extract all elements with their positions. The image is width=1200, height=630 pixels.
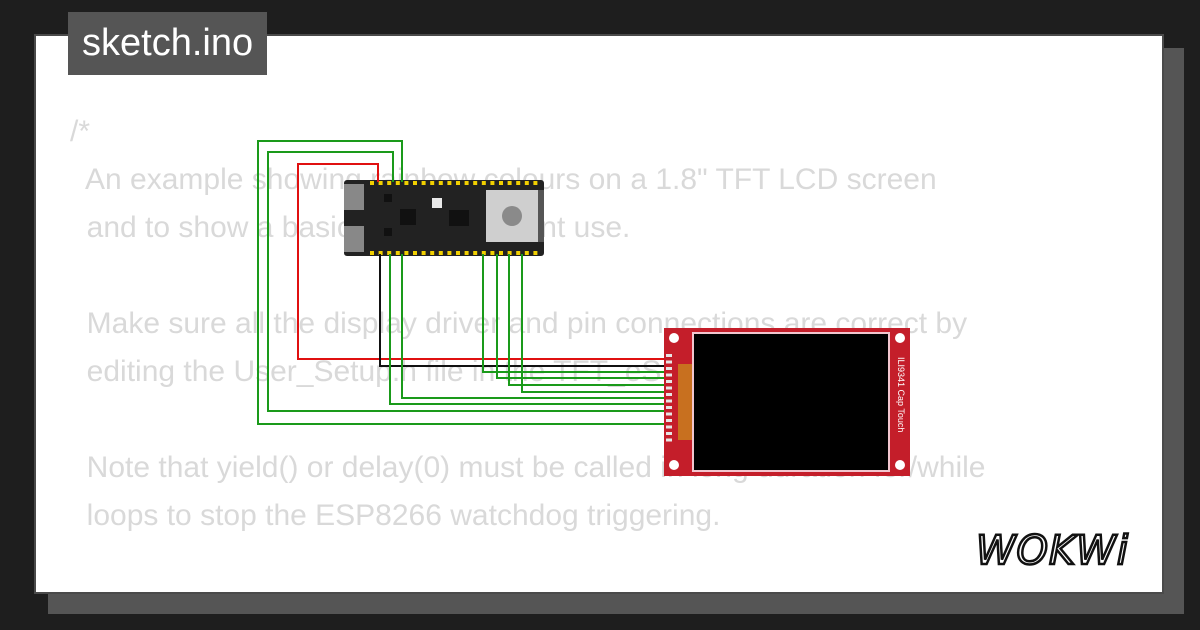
pin [524, 251, 529, 255]
pin [473, 181, 478, 185]
display-pin [666, 399, 672, 403]
pin [499, 251, 503, 255]
esp32-board-icon [344, 180, 544, 256]
pin [473, 251, 478, 255]
pin [430, 181, 435, 185]
pin [507, 181, 512, 185]
pin [430, 251, 435, 255]
pin [481, 181, 486, 185]
pin [464, 251, 469, 255]
pin [370, 181, 374, 185]
tft-display-icon: ILI9341 Cap Touch [664, 328, 910, 476]
pin [447, 251, 452, 255]
pin [387, 251, 392, 255]
wokwi-logo-text: WOKWi [976, 528, 1129, 574]
file-name-tab: sketch.ino [68, 12, 268, 75]
pin [447, 181, 452, 185]
display-pin [666, 373, 672, 377]
wire [297, 163, 666, 360]
pin [387, 181, 392, 185]
pin [464, 181, 469, 185]
pin [438, 181, 443, 185]
pin [421, 251, 426, 255]
display-pin [666, 393, 672, 396]
pin [490, 251, 495, 255]
wire [401, 254, 666, 399]
pin [499, 181, 503, 185]
display-pin [666, 354, 672, 357]
pin [413, 181, 417, 185]
pin [456, 251, 460, 255]
display-label: ILI9341 Cap Touch [896, 357, 906, 432]
pin [516, 251, 521, 255]
display-pin [666, 412, 672, 416]
pin [438, 251, 443, 255]
pin [378, 251, 383, 255]
wire [496, 254, 666, 379]
pin [395, 251, 400, 255]
wire [521, 254, 666, 393]
pin [533, 181, 538, 185]
wire [379, 254, 666, 367]
pin [516, 181, 521, 185]
pin [404, 181, 409, 185]
pin [456, 181, 460, 185]
wire [257, 140, 666, 425]
pin [507, 251, 512, 255]
pin [481, 251, 486, 255]
pin [395, 181, 400, 185]
pin [524, 181, 529, 185]
pin [533, 251, 538, 255]
pin [370, 251, 374, 255]
display-pin [666, 360, 672, 364]
display-pin [666, 406, 672, 409]
wire [267, 151, 666, 412]
display-pin [666, 380, 672, 383]
wire [482, 254, 666, 373]
display-pin [666, 419, 672, 422]
pin [378, 181, 383, 185]
wokwi-logo-icon: WOKWi [976, 527, 1129, 576]
wire [508, 254, 666, 386]
display-pin [666, 425, 672, 429]
display-pin [666, 386, 672, 390]
pin [490, 181, 495, 185]
pin [404, 251, 409, 255]
wire [389, 254, 666, 405]
pin [413, 251, 417, 255]
display-pin [666, 367, 672, 370]
display-pin [666, 438, 672, 442]
pin [421, 181, 426, 185]
display-pin [666, 432, 672, 435]
